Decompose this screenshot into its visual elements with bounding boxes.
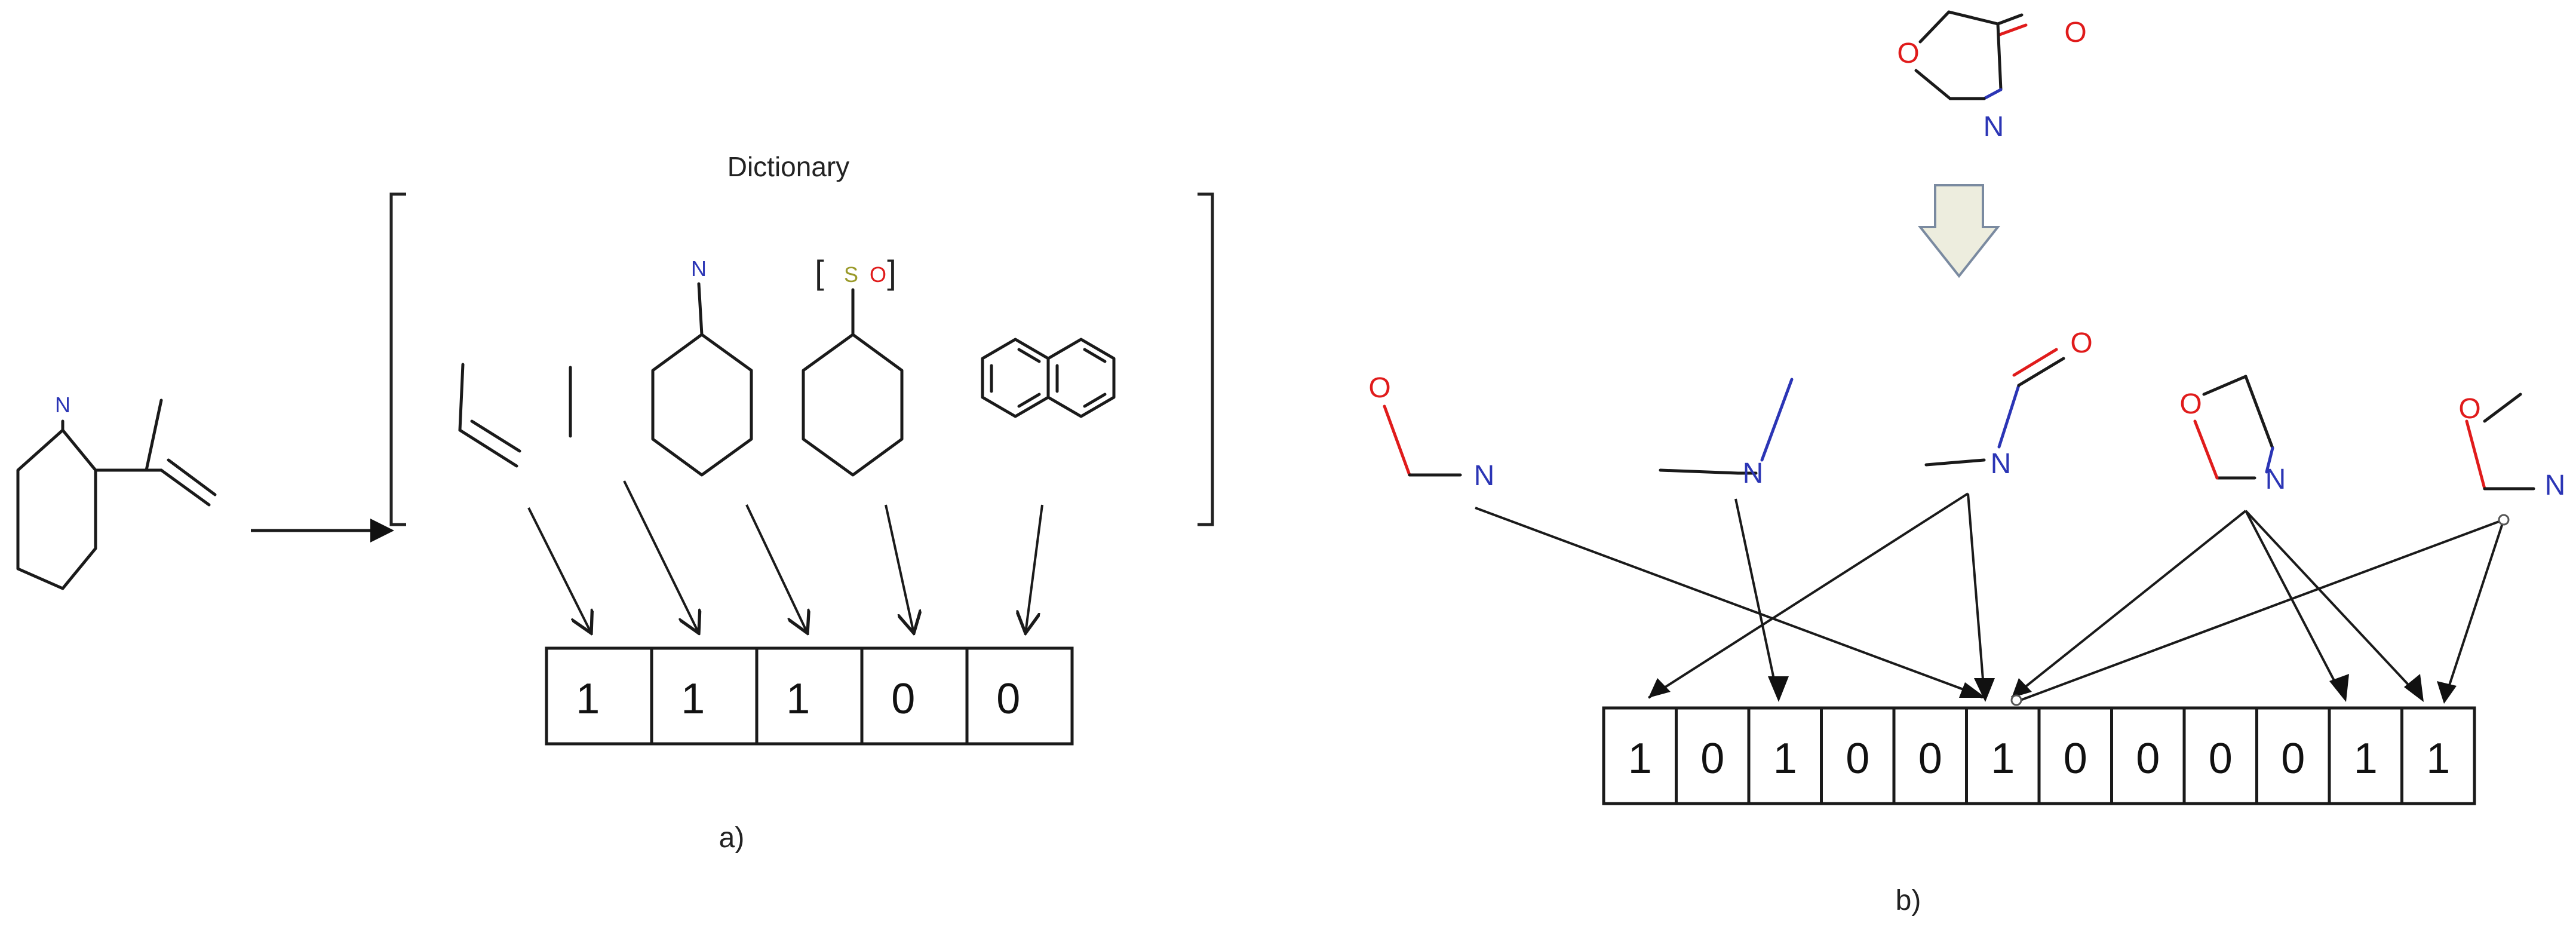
junction-node-2 — [2010, 694, 2022, 706]
bit-b-cell-2 — [1747, 706, 1823, 805]
frag1-o-label: O — [1368, 372, 1390, 404]
dictionary-arrows — [527, 480, 1043, 633]
bit-b-value-8: 0 — [2209, 735, 2233, 783]
input-atom-o-label: O — [1897, 38, 1919, 69]
fragment-5: O N — [2458, 393, 2565, 501]
frag1-n-label: N — [1474, 460, 1495, 492]
down-arrow — [1917, 184, 2001, 278]
bit-a-value-3: 0 — [891, 675, 915, 723]
bit-b-value-0: 1 — [1628, 735, 1652, 783]
frag3-n-label: N — [1991, 448, 2012, 480]
bit-b-cell-7 — [2110, 706, 2186, 805]
caption-b: b) — [1896, 885, 1921, 916]
bit-b-cell-0 — [1602, 706, 1678, 805]
fragment-1: O N — [1368, 372, 1494, 492]
bit-b-value-6: 0 — [2064, 735, 2087, 783]
fragment-vinyl — [458, 363, 521, 468]
bit-vector-a: 1 1 1 0 0 — [545, 646, 1074, 746]
bit-b-cell-1 — [1675, 706, 1751, 805]
input-molecule-b: O N O — [1897, 10, 2087, 143]
mapping-arrows — [1475, 492, 2510, 706]
bit-b-value-9: 0 — [2281, 735, 2305, 783]
panel-b: O N O O N N O N — [1368, 10, 2565, 916]
bit-b-value-2: 1 — [1773, 735, 1797, 783]
input-molecule-a: N — [16, 393, 217, 590]
frag4-n-label: N — [2265, 464, 2286, 495]
bit-a-value-4: 0 — [996, 675, 1020, 723]
panel-a: N Dictionary N [ — [16, 151, 1214, 854]
right-bracket — [1198, 192, 1214, 526]
bit-a-value-1: 1 — [681, 675, 705, 723]
bit-a-cell-4 — [965, 646, 1074, 746]
bit-b-cell-8 — [2182, 706, 2258, 805]
bit-b-value-10: 1 — [2354, 735, 2378, 783]
frag2-n-label: N — [1743, 458, 1764, 489]
bit-b-value-4: 0 — [1918, 735, 1942, 783]
fragment-cyclohexyl-sulfinyl: [ S O ] — [802, 253, 904, 477]
left-bracket — [389, 192, 406, 526]
input-atom-n-label: N — [1984, 111, 2004, 143]
bit-b-value-5: 1 — [1991, 735, 2015, 783]
bit-b-cell-10 — [2328, 706, 2403, 805]
bit-b-value-11: 1 — [2426, 735, 2450, 783]
dict-atom-o-label: O — [870, 262, 886, 287]
frag5-o-label: O — [2458, 393, 2480, 425]
bit-b-cell-11 — [2400, 706, 2476, 805]
bit-b-value-1: 0 — [1700, 735, 1724, 783]
atom-n-label: N — [55, 393, 70, 417]
transform-arrow-head — [370, 519, 394, 542]
frag4-o-label: O — [2179, 388, 2202, 420]
fragment-naphthalene — [981, 338, 1116, 418]
dict-atom-n-label: N — [691, 256, 707, 281]
fragment-2: N — [1659, 378, 1794, 489]
dict-atom-s-label: S — [844, 262, 858, 287]
fragment-cyclohexylamine: N — [651, 256, 753, 477]
bit-a-value-2: 1 — [786, 675, 810, 723]
sulfinyl-right-bracket: ] — [887, 253, 896, 291]
caption-a: a) — [719, 822, 745, 854]
bit-b-value-3: 0 — [1846, 735, 1869, 783]
fragment-3: O N — [1924, 327, 2093, 480]
frag5-n-label: N — [2545, 470, 2566, 501]
bit-a-cell-3 — [860, 646, 969, 746]
bit-b-value-7: 0 — [2136, 735, 2160, 783]
sulfinyl-left-bracket: [ — [815, 253, 824, 291]
input-atom-carbonyl-o-label: O — [2064, 17, 2086, 48]
bit-a-value-0: 1 — [576, 675, 600, 723]
fragment-4: O N — [2179, 375, 2286, 495]
bit-a-cell-0 — [545, 646, 653, 746]
junction-node — [2498, 514, 2510, 526]
bit-a-cell-2 — [755, 646, 864, 746]
dictionary-title: Dictionary — [727, 151, 850, 182]
frag3-o-label: O — [2070, 327, 2092, 359]
